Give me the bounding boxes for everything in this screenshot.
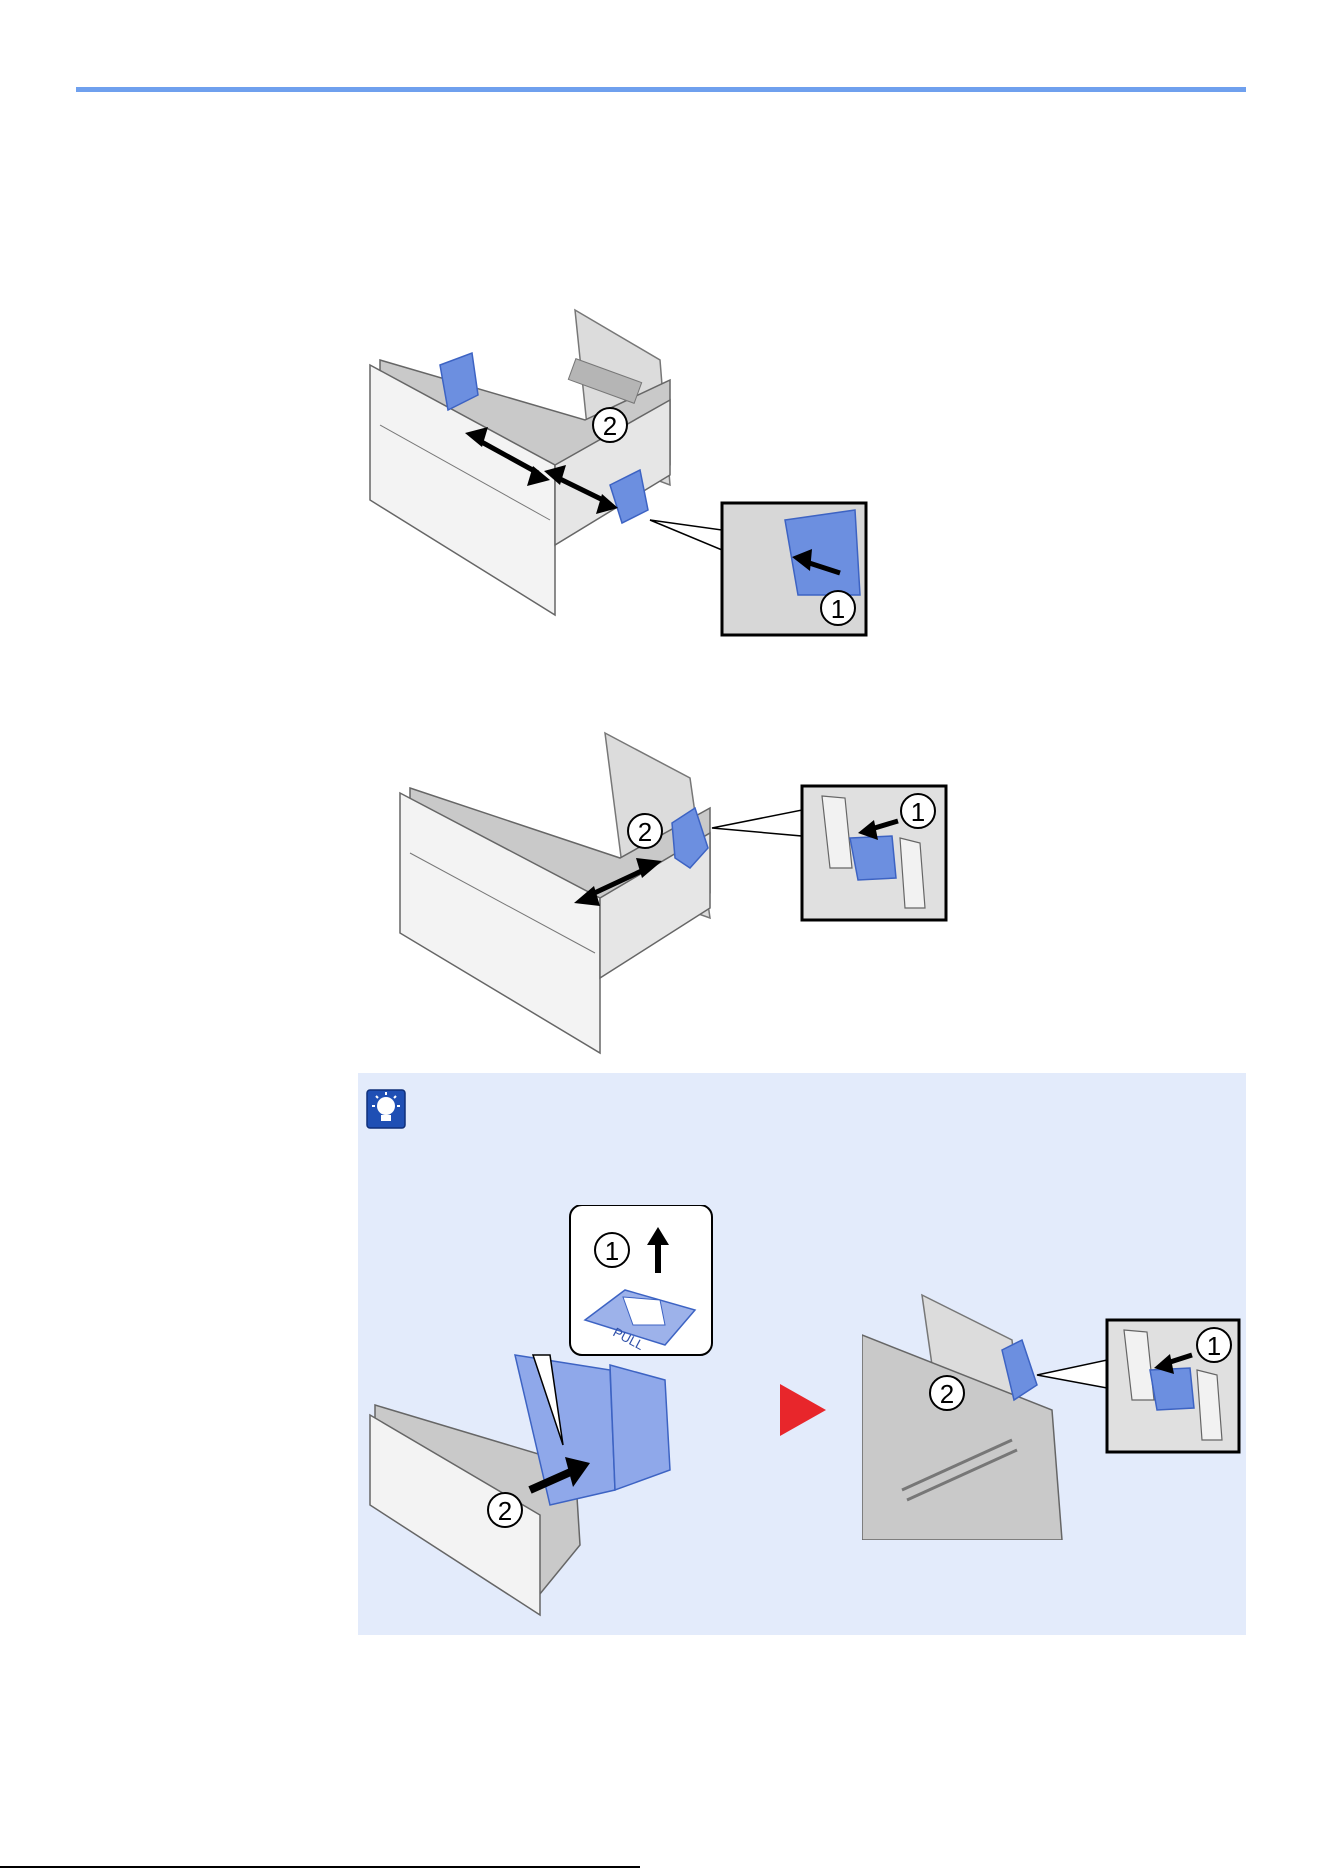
callout-number: 1: [831, 594, 845, 624]
footer-rule: [0, 1866, 640, 1868]
play-triangle-icon: [780, 1384, 826, 1436]
paper-tray: [862, 1295, 1062, 1540]
zoom-pointer: [1037, 1360, 1107, 1388]
paper-tray: [400, 733, 710, 1053]
adjust-guide-illustration: 2 1: [862, 1290, 1242, 1540]
length-guide-illustration: 2 1: [390, 728, 950, 1058]
zoom-pointer: [650, 520, 722, 550]
paper-tray: [370, 1355, 670, 1615]
top-rule: [76, 87, 1246, 92]
width-guides-illustration: 2 1: [360, 305, 890, 640]
zoom-pointer: [712, 810, 802, 836]
zoom-inset: 1: [1107, 1320, 1239, 1452]
callout-number: 2: [603, 411, 617, 441]
extend-tray-illustration: 2 PULL 1: [365, 1205, 750, 1625]
callout-number: 2: [498, 1496, 512, 1526]
zoom-inset: 1: [802, 786, 946, 920]
callout-number: 2: [638, 817, 652, 847]
callout-number: 1: [605, 1236, 619, 1266]
callout-number: 2: [940, 1379, 954, 1409]
callout-number: 1: [911, 797, 925, 827]
callout-number: 1: [1207, 1331, 1221, 1361]
lightbulb-note-icon: [366, 1089, 406, 1129]
zoom-inset: 1: [722, 503, 866, 635]
